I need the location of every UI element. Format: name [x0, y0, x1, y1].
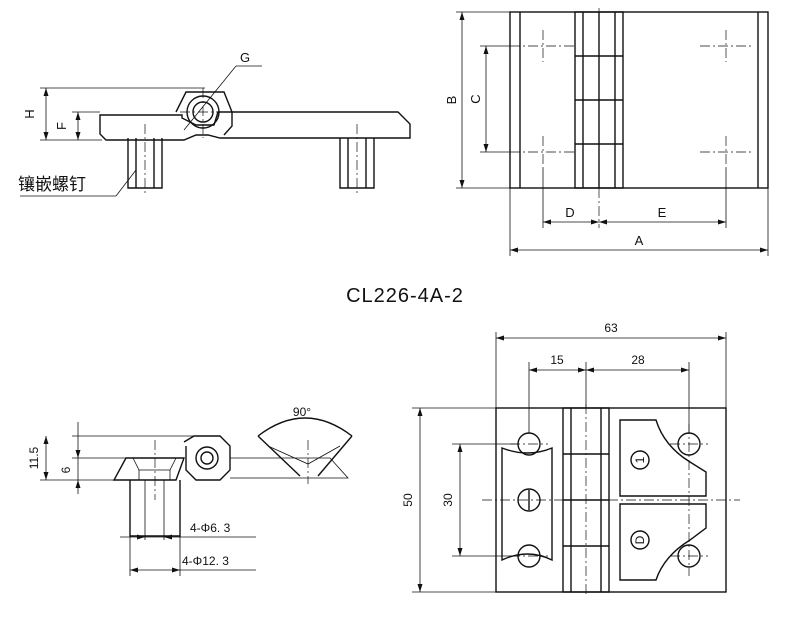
dim-hole-spacing-y: 30 — [441, 493, 455, 507]
label-d: D — [565, 205, 574, 220]
label-e: E — [658, 205, 667, 220]
top-side-view: G H F 镶嵌螺钉 — [18, 50, 411, 197]
bottom-front-view: 1 D 63 15 28 50 30 — [401, 321, 740, 596]
label-b: B — [444, 96, 459, 105]
embedded-screw-callout: 镶嵌螺钉 — [18, 174, 86, 195]
dim-hole-small: 4-Φ6. 3 — [190, 521, 231, 535]
dim-hole-spacing-x: 28 — [631, 353, 645, 367]
marker-1: 1 — [633, 456, 647, 463]
dim-height: 50 — [401, 493, 415, 507]
top-front-view: B C D E A — [444, 8, 769, 256]
label-c: C — [468, 94, 483, 103]
label-h: H — [22, 109, 37, 118]
label-f: F — [54, 122, 69, 130]
label-a: A — [635, 233, 644, 248]
dim-width: 63 — [604, 321, 618, 335]
dim-hole-offset: 15 — [550, 353, 564, 367]
label-g: G — [240, 50, 250, 65]
dim-hole-large: 4-Φ12. 3 — [182, 554, 229, 568]
model-title: CL226-4A-2 — [346, 285, 464, 307]
marker-d: D — [633, 535, 647, 544]
dim-opening-angle: 90° — [293, 405, 311, 419]
dim-leaf-thickness: 6 — [59, 466, 73, 473]
bottom-side-view: 11.5 6 90° 4-Φ6. 3 4-Φ12. 3 — [27, 405, 353, 576]
dim-overall-height: 11.5 — [27, 446, 41, 469]
